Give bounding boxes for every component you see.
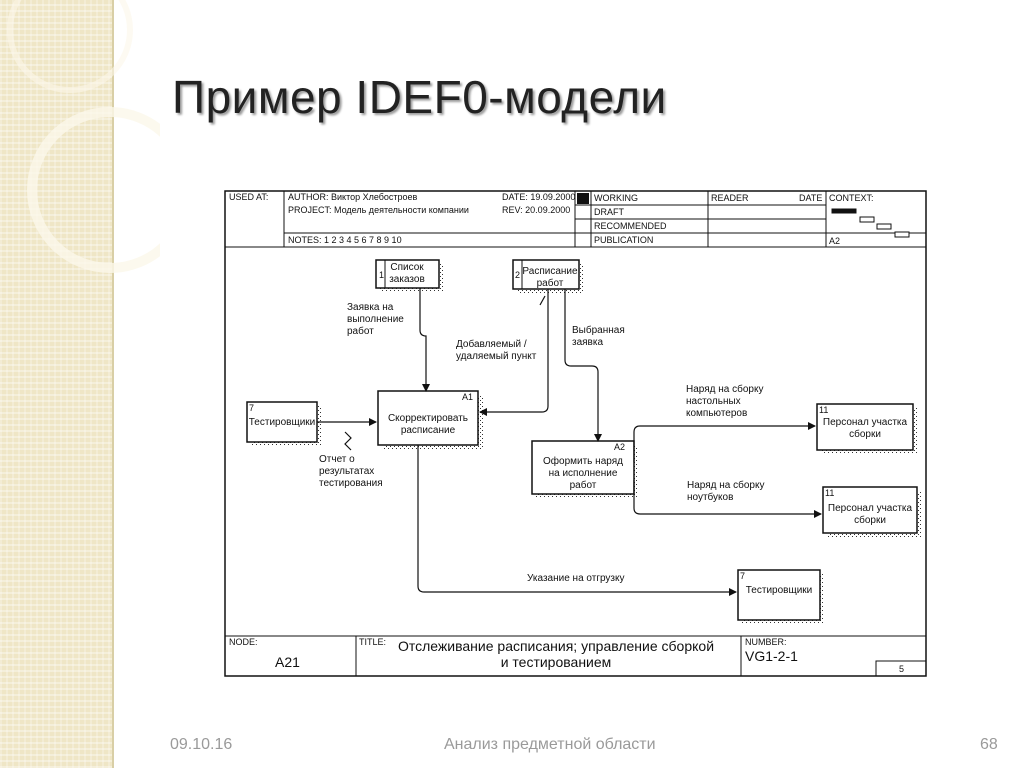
box-personal-2: [822, 486, 918, 534]
working-marker: [577, 193, 589, 204]
box-a2-text2: на исполнение: [549, 468, 618, 479]
box-a2-node: A2: [614, 442, 625, 452]
footer-title-line2: и тестированием: [501, 654, 612, 670]
box-spisok-num: 1: [379, 270, 384, 280]
lbl-naryad2-1: Наряд на сборку: [687, 479, 764, 491]
footer-center: Анализ предметной области: [444, 736, 656, 753]
lbl-zayavka-2: выполнение: [347, 314, 404, 325]
box-test1-text: Тестировщики: [249, 417, 315, 428]
box-a1-text2: расписание: [401, 425, 456, 436]
header-context: CONTEXT:: [829, 193, 874, 203]
header-author: AUTHOR: Виктор Хлебостроев: [288, 192, 418, 202]
box-pers1-num: 11: [819, 405, 828, 415]
footer-date: 09.10.16: [170, 736, 233, 753]
box-pers2-text1: Персонал участка: [828, 503, 913, 514]
header-context-node: A2: [829, 236, 840, 246]
header-grid: [225, 191, 926, 248]
box-a1-text1: Скорректировать: [388, 413, 468, 424]
arrow-dobavl: [479, 289, 549, 416]
lbl-ukaz: Указание на отгрузку: [527, 573, 625, 584]
lbl-naryad1-1: Наряд на сборку: [686, 383, 763, 395]
arrow-vybr: [564, 289, 602, 442]
box-rasp-text2: работ: [537, 277, 564, 289]
box-testirovshchiki-left: [246, 401, 318, 443]
context-minimap: [831, 208, 910, 238]
footer-number-value: VG1-2-1: [745, 648, 798, 664]
decorative-circles: [7, 0, 160, 273]
arrow-ukaz: [417, 445, 737, 596]
status-working: WORKING: [594, 193, 638, 203]
box-a2-text3: работ: [570, 479, 597, 491]
header-date: DATE: 19.09.2000: [502, 192, 575, 202]
box-spisok-text1: Список: [390, 262, 424, 273]
arrow-naryad2: [633, 480, 822, 518]
slide-title: Пример IDEF0-модели: [172, 71, 667, 123]
box-test2-text: Тестировщики: [746, 585, 812, 596]
box-personal-1: [816, 403, 914, 451]
box-pers2-text2: сборки: [854, 514, 886, 526]
box-raspisanie-rabot: [512, 259, 580, 290]
sidebar-divider: [112, 0, 114, 768]
lbl-naryad1-3: компьютеров: [686, 408, 747, 419]
box-spisok-zakazov: [375, 259, 440, 289]
lbl-zayavka-1: Заявка на: [347, 302, 394, 313]
box-pers2-num: 11: [825, 488, 834, 498]
box-a1: [377, 390, 479, 446]
header-reader-date: DATE: [799, 193, 822, 203]
footer-title-line1: Отслеживание расписания; управление сбор…: [398, 638, 714, 654]
box-test2-num: 7: [740, 571, 745, 581]
lbl-vybr-2: заявка: [572, 337, 603, 348]
box-pers1-text1: Персонал участка: [823, 417, 908, 428]
box-test1-num: 7: [249, 403, 254, 413]
header-notes: NOTES: 1 2 3 4 5 6 7 8 9 10: [288, 235, 402, 245]
arrow-naryad1: [633, 422, 816, 462]
lbl-dobavl-1: Добавляемый /: [456, 338, 527, 350]
footer-title-label: TITLE:: [359, 637, 386, 647]
lbl-zayavka-3: работ: [347, 325, 374, 337]
footer-page: 5: [899, 664, 904, 674]
footer-node-value: A21: [275, 654, 300, 670]
box-rasp-text1: Расписание: [522, 266, 578, 277]
box-rasp-num: 2: [515, 270, 520, 280]
box-spisok-text2: заказов: [389, 274, 425, 285]
footer-node-label: NODE:: [229, 637, 258, 647]
status-recommended: RECOMMENDED: [594, 221, 667, 231]
box-a2-text1: Оформить наряд: [543, 455, 623, 467]
lbl-naryad2-2: ноутбуков: [687, 491, 733, 503]
header-rev: REV: 20.09.2000: [502, 205, 570, 215]
footer-grid: [225, 635, 927, 677]
status-publication: PUBLICATION: [594, 235, 653, 245]
footer-page-number: 68: [980, 736, 998, 753]
lbl-naryad1-2: настольных: [686, 396, 741, 407]
lbl-dobavl-2: удаляемый пункт: [456, 351, 537, 362]
footer-number-label: NUMBER:: [745, 637, 787, 647]
arrow-otchet-squiggle: [344, 431, 352, 451]
lbl-otchet-1: Отчет о: [319, 454, 355, 465]
lbl-vybr-1: Выбранная: [572, 324, 625, 336]
header-project: PROJECT: Модель деятельности компании: [288, 205, 469, 215]
box-testirovshchiki-right: [737, 569, 821, 621]
arrow-dobavl-tick: [539, 295, 546, 306]
header-reader: READER: [711, 193, 749, 203]
box-a1-node: A1: [462, 392, 473, 402]
box-pers1-text2: сборки: [849, 428, 881, 440]
arrows: [317, 288, 822, 596]
box-a2: [531, 440, 635, 495]
lbl-otchet-2: результатах: [319, 466, 374, 477]
arrow-zayavka: [419, 288, 430, 392]
header-used-at: USED AT:: [229, 192, 268, 202]
status-draft: DRAFT: [594, 207, 624, 217]
lbl-otchet-3: тестирования: [319, 478, 383, 489]
